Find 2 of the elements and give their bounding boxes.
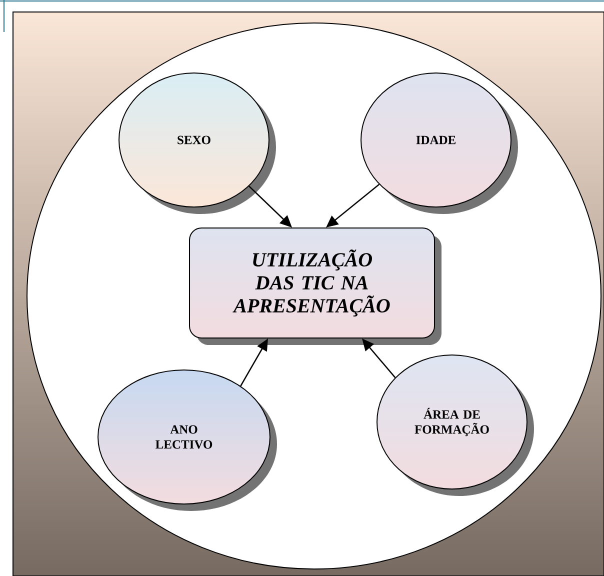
central-box: UTILIZAÇÃO DAS TIC NA APRESENTAÇÃO [189,228,442,345]
arrow [248,186,292,228]
